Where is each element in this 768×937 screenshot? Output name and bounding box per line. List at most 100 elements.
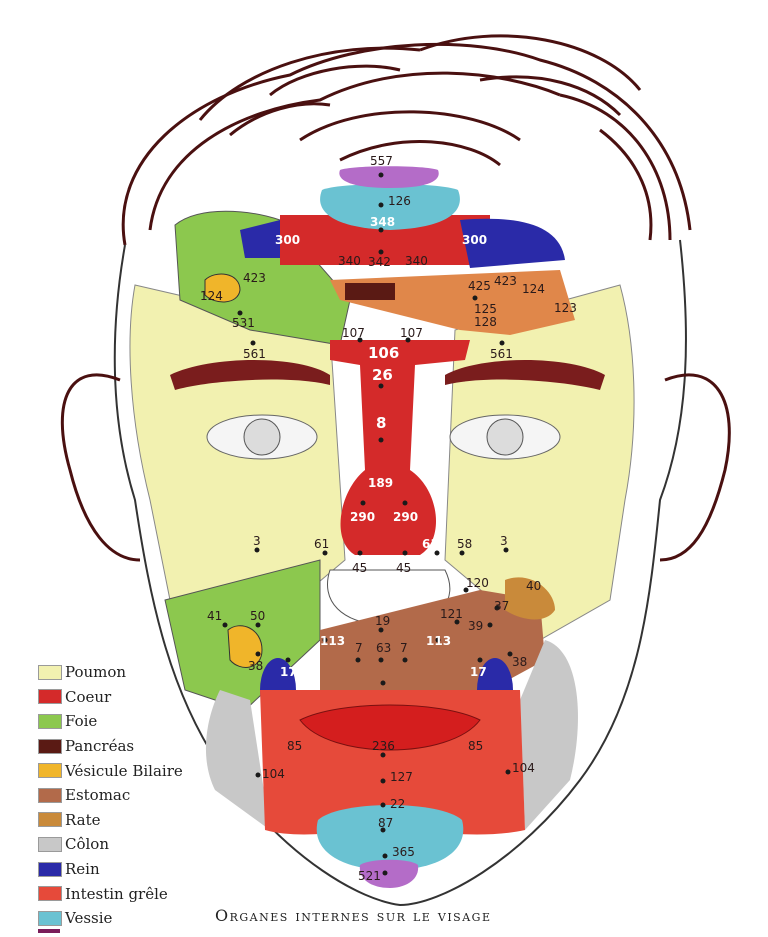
legend-item: Poumon	[38, 660, 238, 685]
point-290-right: 290	[393, 510, 418, 524]
point-120: 120	[466, 576, 489, 590]
point-342: 342	[368, 255, 391, 269]
legend-item: Côlon	[38, 832, 238, 857]
legend-swatch	[38, 812, 62, 828]
point-126: 126	[388, 194, 411, 208]
point-531: 531	[232, 316, 255, 330]
legend-item: Vessie	[38, 906, 238, 931]
point-41: 41	[207, 609, 222, 623]
hair	[121, 34, 692, 246]
point-17-right: 17	[470, 665, 487, 679]
point-39: 39	[468, 619, 483, 633]
point-121: 121	[440, 607, 463, 621]
zone-vessie-chin-bottom	[359, 859, 419, 888]
zone-vessie-forehead	[320, 184, 460, 230]
legend-swatch	[38, 787, 62, 803]
point-85-left: 85	[287, 739, 302, 753]
legend-item: Coeur	[38, 685, 238, 710]
point-17-left: 17	[280, 665, 297, 679]
point-125: 125	[474, 302, 497, 316]
face-outline	[113, 239, 687, 907]
point-85-right: 85	[468, 739, 483, 753]
point-423-left: 423	[243, 271, 266, 285]
point-61-right: 61	[422, 537, 439, 551]
iris-left	[243, 418, 281, 456]
point-340-right: 340	[405, 254, 428, 268]
ear-left	[60, 373, 141, 562]
point-22: 22	[390, 797, 405, 811]
legend-extra-swatch	[38, 929, 60, 933]
legend-label: Vésicule Bilaire	[65, 761, 183, 780]
legend-swatch	[38, 763, 62, 779]
legend-item: Rein	[38, 857, 238, 882]
point-107-right: 107	[400, 326, 423, 340]
point-340-left: 340	[338, 254, 361, 268]
zone-vesicule-lower	[227, 625, 263, 668]
point-38-right: 38	[512, 655, 527, 669]
point-61-left: 61	[314, 537, 329, 551]
point-7-right: 7	[400, 641, 408, 655]
zone-vessie-top	[339, 166, 439, 188]
iris-right	[486, 418, 524, 456]
point-19: 19	[375, 614, 390, 628]
legend-item: Intestin grêle	[38, 881, 238, 906]
legend-swatch	[38, 886, 62, 902]
zone-colon-left	[205, 690, 270, 830]
legend-label: Vessie	[65, 909, 113, 928]
point-113-left: 113	[320, 634, 345, 648]
point-557: 557	[370, 154, 393, 168]
point-40: 40	[526, 579, 541, 593]
point-521: 521	[358, 869, 381, 883]
legend-label: Estomac	[65, 786, 131, 805]
point-87: 87	[378, 816, 393, 830]
point-124-left: 124	[200, 289, 223, 303]
point-236: 236	[372, 739, 395, 753]
legend-item: Pancréas	[38, 734, 238, 759]
point-127: 127	[390, 770, 413, 784]
legend-item: Estomac	[38, 783, 238, 808]
zone-colon-right	[520, 640, 578, 830]
point-104-right: 104	[512, 761, 535, 775]
legend-swatch	[38, 689, 62, 705]
point-3-left: 3	[253, 534, 261, 548]
legend-swatch	[38, 713, 62, 729]
zone-rein-forehead-right	[460, 218, 565, 268]
legend-label: Rein	[65, 860, 100, 879]
point-45-right: 45	[396, 561, 411, 575]
point-189: 189	[368, 476, 393, 490]
eyebrow-left	[170, 360, 330, 390]
point-50: 50	[250, 609, 265, 623]
diagram-caption: Organes internes sur le visage	[215, 906, 492, 925]
legend-label: Intestin grêle	[65, 884, 168, 903]
point-38-left: 38	[248, 659, 263, 673]
legend-item: Foie	[38, 709, 238, 734]
legend-label: Poumon	[65, 663, 127, 682]
zone-vesicule-forehead	[204, 273, 241, 303]
legend-swatch	[38, 664, 62, 680]
point-3-right: 3	[500, 534, 508, 548]
point-63: 63	[376, 641, 391, 655]
point-104-left: 104	[262, 767, 285, 781]
legend-label: Côlon	[65, 835, 109, 854]
point-7-left: 7	[355, 641, 363, 655]
point-45-left: 45	[352, 561, 367, 575]
zone-coeur-nose	[330, 340, 470, 555]
point-290-left: 290	[350, 510, 375, 524]
point-37: 37	[494, 599, 509, 613]
legend-label: Pancréas	[65, 737, 135, 756]
eyebrow-right	[445, 360, 605, 390]
point-128: 128	[474, 315, 497, 329]
point-8: 8	[376, 414, 386, 432]
legend-swatch	[38, 861, 62, 877]
point-107-left: 107	[342, 326, 365, 340]
zone-coeur-forehead	[280, 215, 490, 265]
point-365: 365	[392, 845, 415, 859]
zone-vessie-chin	[316, 805, 464, 870]
legend-swatch	[38, 738, 62, 754]
point-300-right: 300	[462, 233, 487, 247]
legend-swatch	[38, 910, 62, 926]
point-106: 106	[368, 344, 399, 362]
